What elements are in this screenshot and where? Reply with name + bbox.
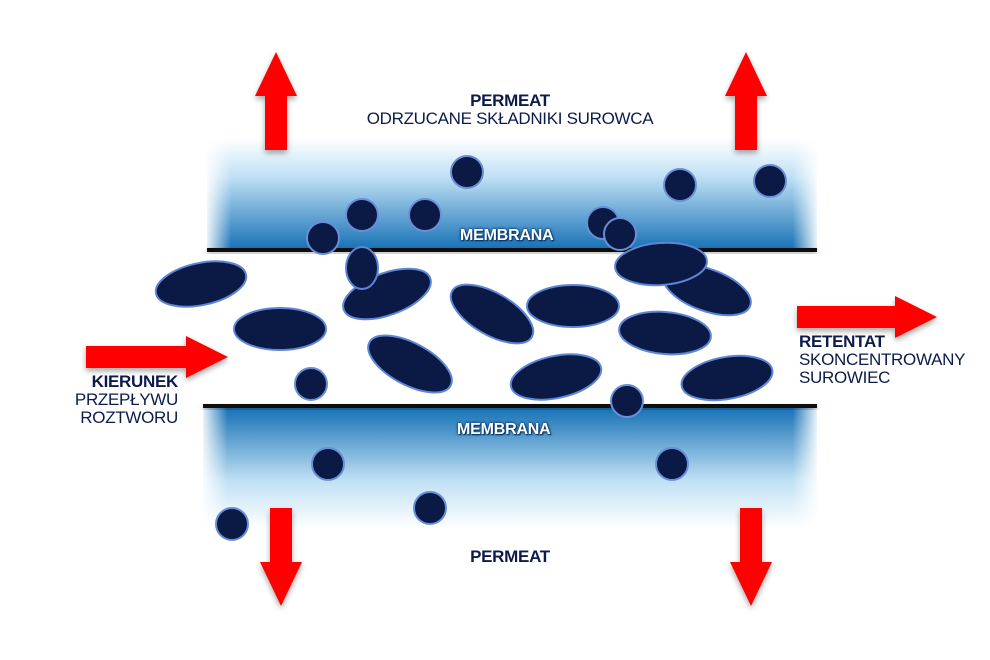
small-particle — [311, 447, 345, 481]
large-particle — [345, 246, 379, 290]
small-particle — [306, 221, 340, 255]
small-particles — [215, 155, 787, 541]
large-particle — [680, 354, 774, 402]
kierunek-title: KIERUNEK — [91, 372, 179, 391]
retentat-line-1: SKONCENTROWANY — [799, 349, 966, 369]
right-arrow-icon — [797, 296, 937, 338]
large-particles — [154, 241, 774, 402]
bottom-membrane-block — [203, 404, 817, 529]
large-particle — [509, 353, 603, 401]
right-arrow-icon — [86, 336, 228, 378]
retentate-label: RETENTAT SKONCENTROWANY SUROWIEC — [799, 333, 979, 387]
small-particle — [610, 384, 644, 418]
kierunek-line-1: PRZEPŁYWU — [74, 389, 178, 409]
large-particle — [233, 307, 327, 351]
permeat-bottom-title: PERMEAT — [470, 547, 550, 566]
down-arrow-icon — [730, 508, 772, 606]
retentat-title: RETENTAT — [799, 332, 885, 351]
small-particle — [753, 164, 787, 198]
permeat-top-title: PERMEAT — [470, 91, 550, 110]
small-particle — [603, 217, 637, 251]
large-particle — [614, 241, 708, 287]
permeat-top-subtitle: ODRZUCANE SKŁADNIKI SUROWCA — [366, 109, 654, 128]
flow-direction-label: KIERUNEK PRZEPŁYWU ROZTWORU — [30, 373, 178, 427]
large-particle — [449, 283, 535, 345]
large-particle — [154, 260, 248, 308]
large-particle — [526, 284, 620, 328]
small-particle — [408, 198, 442, 232]
small-particle — [663, 168, 697, 202]
small-particle — [294, 367, 328, 401]
membrane-bottom-label: MEMBRANA — [457, 421, 551, 438]
down-arrow-icon — [260, 508, 302, 606]
small-particle — [450, 155, 484, 189]
large-particle — [618, 310, 712, 356]
small-particle — [345, 198, 379, 232]
retentat-line-2: SUROWIEC — [799, 367, 891, 387]
membrane-top-label: MEMBRANA — [460, 227, 554, 244]
large-particle — [367, 334, 453, 394]
up-arrow-icon — [255, 52, 297, 150]
small-particle — [413, 491, 447, 525]
small-particle — [215, 507, 249, 541]
small-particle — [655, 447, 689, 481]
kierunek-line-2: ROZTWORU — [80, 407, 178, 427]
up-arrow-icon — [725, 52, 767, 150]
